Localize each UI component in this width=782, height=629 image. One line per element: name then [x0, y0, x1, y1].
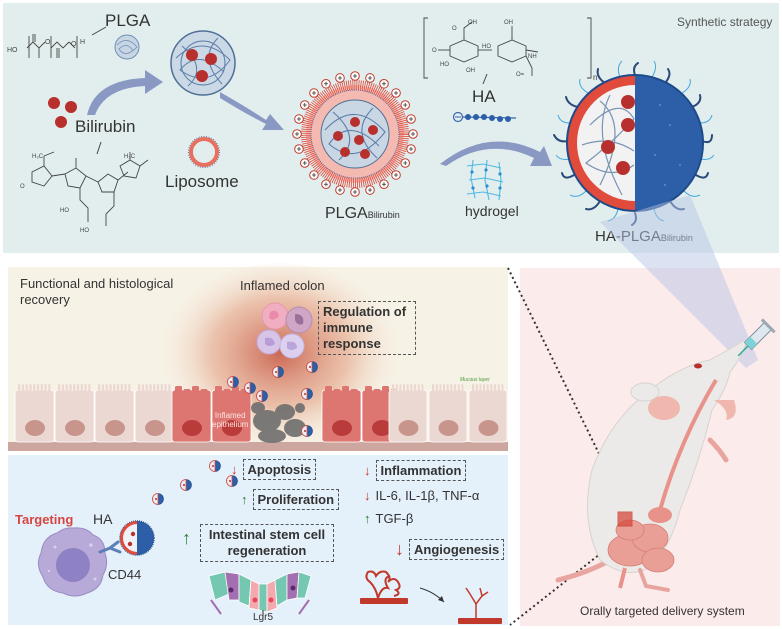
- inflamed-colon-label: Inflamed colon: [240, 278, 325, 293]
- plga-label: PLGA: [105, 11, 151, 30]
- small-nanoparticle-icon: [209, 460, 221, 472]
- small-nanoparticle-icon: [272, 366, 284, 378]
- bilirubin-pointer-line: [96, 141, 102, 155]
- ha-chain-icon: [452, 111, 517, 123]
- plga-bilirubin-nanoparticle-icon: [292, 71, 418, 197]
- small-nanoparticle-icon: [226, 475, 238, 487]
- tgf-label: TGF-β: [375, 511, 414, 526]
- immune-cells-icon: [256, 302, 313, 359]
- ha-effects-label: HA: [93, 511, 113, 527]
- up-arrow-icon: ↑: [182, 528, 191, 548]
- ha-structure: O OH O HO OH HO OH NH O= n: [423, 17, 597, 82]
- down-arrow-icon: ↓: [395, 539, 404, 559]
- bilirubin-label: Bilirubin: [75, 117, 136, 136]
- svg-text:O: O: [71, 41, 77, 48]
- liposome-label: Liposome: [165, 172, 239, 191]
- synthesis-arrow-3: [440, 141, 552, 166]
- down-arrow-icon: ↓: [364, 463, 371, 478]
- synthesis-arrow-1: [87, 70, 163, 115]
- svg-text:NH: NH: [528, 54, 537, 60]
- plga-polymer-ball-icon: [114, 34, 140, 60]
- cd44-receptor-icon: [98, 540, 122, 554]
- plga-loaded-nanoparticle-icon: [170, 30, 236, 96]
- small-nanoparticle-icon: [301, 425, 313, 437]
- inflammation-effect: ↓ Inflammation: [364, 460, 467, 481]
- apoptosis-effect: ↓ Apoptosis: [231, 459, 317, 480]
- bilirubin-particles-icon: [48, 97, 77, 128]
- inflammation-label: Inflammation: [375, 460, 467, 481]
- angiogenesis-label: Angiogenesis: [409, 539, 505, 560]
- svg-text:O: O: [432, 48, 437, 54]
- mucous-layer-label: Mucous layer: [460, 377, 490, 383]
- proliferation-effect: ↑ Proliferation: [241, 489, 340, 510]
- svg-text:O: O: [20, 184, 25, 190]
- bilirubin-structure: O H₃C HO HO H₃C: [20, 151, 149, 234]
- svg-text:O: O: [45, 39, 51, 46]
- svg-text:HO: HO: [60, 208, 69, 214]
- angiogenesis-vessels-icon: [360, 570, 502, 624]
- plga-structure: HO O O H: [7, 34, 85, 58]
- cytokines-effect: ↓ IL-6, IL-1β, TNF-α: [364, 488, 479, 503]
- liposome-icon: [188, 136, 220, 168]
- targeting-label: Targeting: [15, 512, 74, 527]
- small-nanoparticle-icon: [152, 493, 164, 505]
- lgr5-label: Lgr5: [253, 612, 274, 623]
- svg-text:OH: OH: [468, 20, 477, 26]
- small-nanoparticle-icon: [227, 376, 239, 388]
- tgf-effect: ↑ TGF-β: [364, 511, 413, 526]
- delivery-system-label: Orally targeted delivery system: [580, 604, 745, 618]
- small-nanoparticle-icon: [244, 382, 256, 394]
- svg-text:O=: O=: [516, 72, 525, 78]
- up-arrow-icon: ↑: [364, 511, 371, 526]
- svg-text:HO: HO: [482, 44, 491, 50]
- immune-regulation-box: Regulation of immune response: [318, 301, 416, 355]
- plga-ho-text: HO: [7, 47, 18, 54]
- cd44-label: CD44: [108, 567, 142, 582]
- targeting-nanoparticle-icon: [119, 520, 155, 556]
- cytokines-label: IL-6, IL-1β, TNF-α: [375, 488, 480, 503]
- svg-text:H₃C: H₃C: [32, 154, 44, 160]
- intestinal-crypt-icon: [208, 571, 312, 618]
- colon-epithelium: [8, 384, 508, 451]
- synthetic-strategy-title: Synthetic strategy: [677, 15, 773, 29]
- ha-repeat-index: n: [593, 73, 597, 82]
- svg-text:HO: HO: [440, 62, 449, 68]
- small-nanoparticle-icon: [180, 479, 192, 491]
- hydrogel-icon: [466, 159, 504, 201]
- small-nanoparticle-icon: [256, 390, 268, 402]
- plga-pointer-line: [91, 26, 107, 36]
- inflamed-epithelium-label: Inflamed epithelium: [212, 411, 249, 429]
- svg-text:HO: HO: [80, 228, 89, 234]
- svg-text:H₃C: H₃C: [124, 154, 136, 160]
- down-arrow-icon: ↓: [364, 488, 371, 503]
- syringe-icon: [737, 318, 776, 357]
- small-nanoparticle-icon: [306, 361, 318, 373]
- angiogenesis-effect: ↓ Angiogenesis: [395, 539, 505, 560]
- macrophage-cell-icon: [37, 527, 108, 597]
- plga-bilirubin-label: PLGABilirubin: [325, 205, 400, 222]
- recovery-label: Functional and histological recovery: [20, 276, 174, 307]
- hydrogel-label: hydrogel: [465, 203, 519, 219]
- up-arrow-icon: ↑: [241, 492, 248, 507]
- synthesis-arrow-2: [220, 92, 284, 130]
- svg-text:OH: OH: [504, 20, 513, 26]
- down-arrow-icon: ↓: [231, 462, 238, 477]
- ha-pointer-line: [482, 73, 488, 85]
- apoptosis-label: Apoptosis: [242, 459, 317, 480]
- svg-text:O: O: [452, 26, 457, 32]
- svg-text:OH: OH: [466, 68, 475, 74]
- ha-plga-bilirubin-nanoparticle-icon: [553, 60, 715, 226]
- stem-cell-regeneration-box: Intestinal stem cell regeneration: [200, 524, 334, 562]
- proliferation-label: Proliferation: [252, 489, 340, 510]
- ha-label: HA: [472, 87, 496, 106]
- svg-text:H: H: [80, 39, 85, 46]
- stem-cell-arrow: ↑: [182, 528, 191, 549]
- small-nanoparticle-icon: [301, 388, 313, 400]
